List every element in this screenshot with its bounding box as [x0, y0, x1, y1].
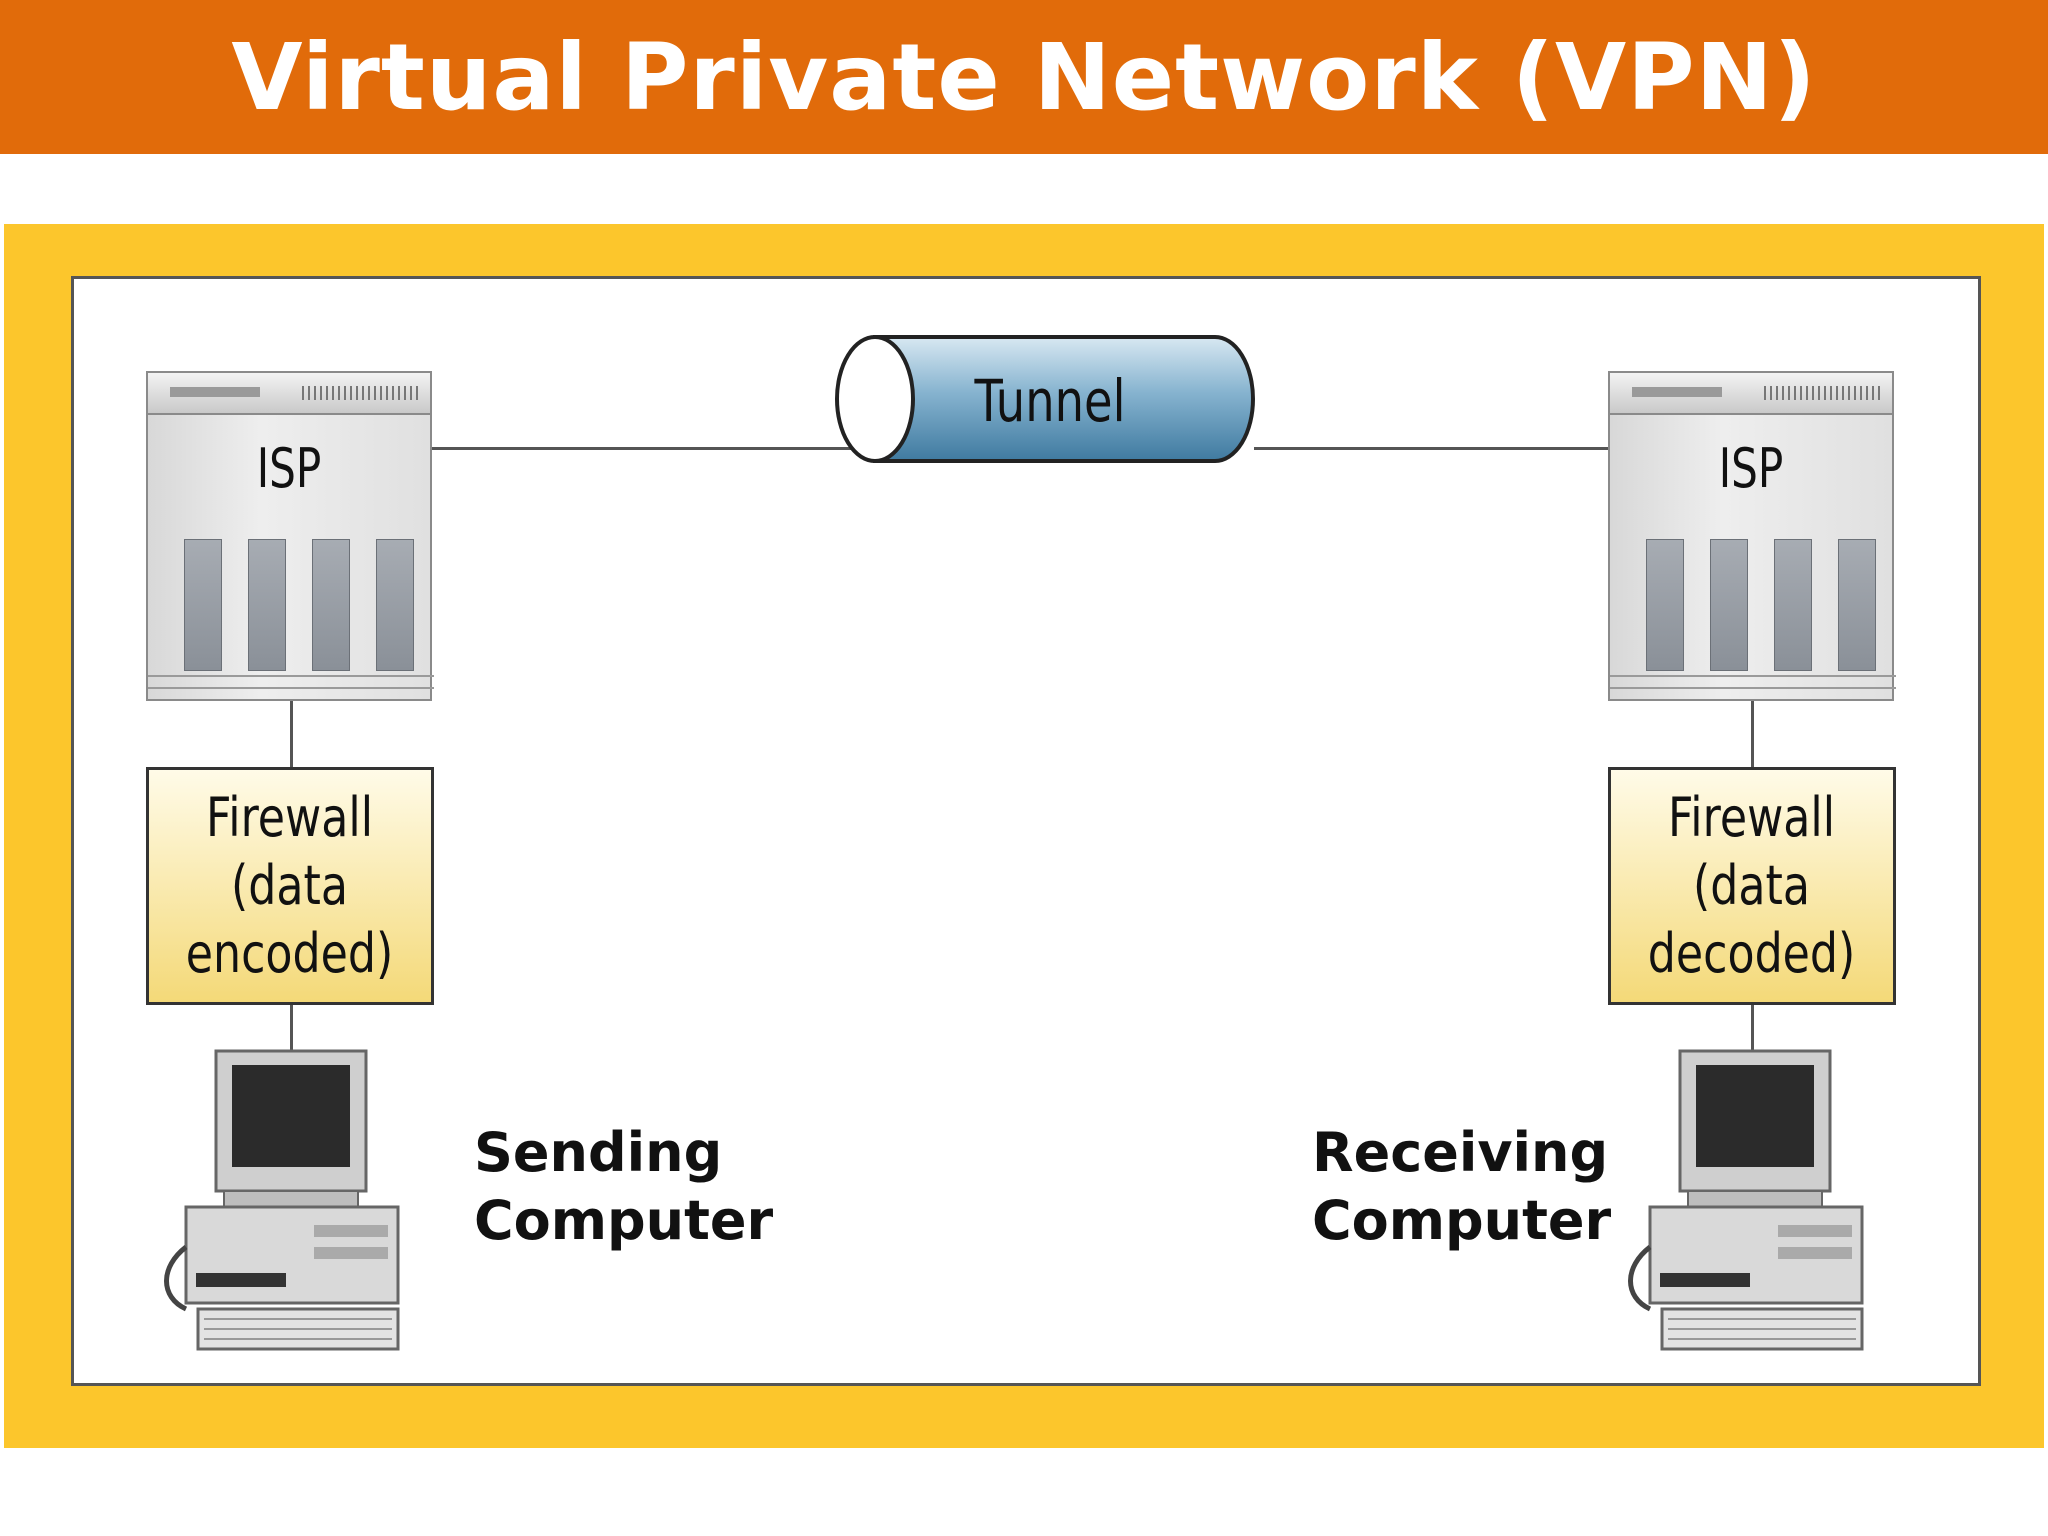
slide-title: Virtual Private Network (VPN)	[231, 23, 1817, 131]
connector-right-firewall-computer	[1751, 1004, 1754, 1054]
connector-right-isp-firewall	[1751, 699, 1754, 789]
connector-left-firewall-computer	[290, 1004, 293, 1054]
sending-computer-label: Sending Computer	[474, 1121, 774, 1252]
right-firewall-label: Firewall (data decoded)	[1648, 786, 1856, 985]
connector-tunnel-right-isp	[1254, 447, 1674, 450]
connector-left-isp-tunnel	[429, 447, 889, 450]
diagram-frame: Tunnel ISP ISP	[4, 224, 2044, 1448]
diagram-panel: Tunnel ISP ISP	[71, 276, 1981, 1386]
left-firewall-label: Firewall (data encoded)	[186, 786, 394, 985]
left-isp-label: ISP	[256, 437, 322, 500]
left-firewall: Firewall (data encoded)	[146, 767, 434, 1005]
receiving-computer-label: Receiving Computer	[1312, 1121, 1612, 1252]
computer-icon	[164, 1049, 400, 1351]
title-bar: Virtual Private Network (VPN)	[0, 0, 2048, 154]
tunnel-label: Tunnel	[974, 368, 1126, 435]
connector-left-isp-firewall	[290, 699, 293, 789]
computer-icon	[1628, 1049, 1864, 1351]
right-isp-server: ISP	[1608, 371, 1896, 701]
left-isp-server: ISP	[146, 371, 434, 701]
server-icon	[1608, 371, 1894, 415]
server-icon	[146, 371, 432, 415]
tunnel-icon: Tunnel	[835, 335, 1255, 463]
right-firewall: Firewall (data decoded)	[1608, 767, 1896, 1005]
right-isp-label: ISP	[1718, 437, 1784, 500]
